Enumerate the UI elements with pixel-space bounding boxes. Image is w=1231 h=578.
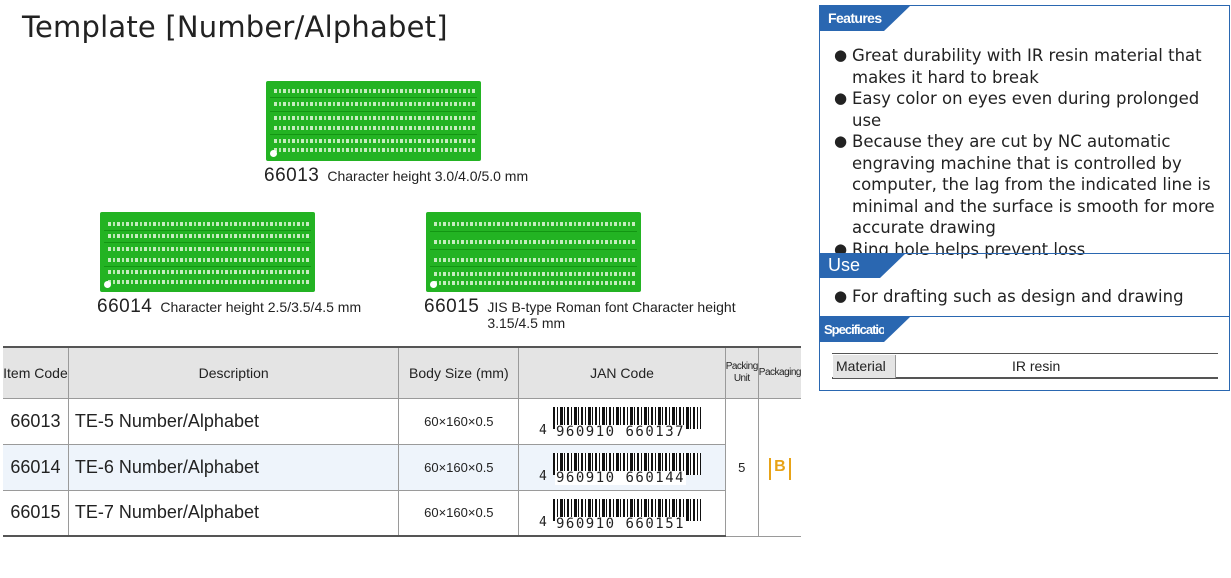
list-item: Because they are cut by NC automatic eng… bbox=[834, 131, 1219, 239]
template-image-66014 bbox=[100, 212, 315, 292]
packaging-cell: B bbox=[757, 398, 801, 537]
header-item-code: Item Code bbox=[3, 346, 69, 399]
product-table: Item Code Description Body Size (mm) JAN… bbox=[3, 346, 801, 537]
header-description: Description bbox=[67, 346, 400, 399]
specifications-table: Material IR resin bbox=[832, 353, 1218, 379]
info-panel: Features Great durability with IR resin … bbox=[819, 5, 1230, 391]
header-jan-code: JAN Code bbox=[518, 346, 726, 399]
row-item-code: 66015 bbox=[3, 490, 69, 537]
list-item: For drafting such as design and drawing bbox=[834, 286, 1219, 308]
ring-hole-icon bbox=[430, 281, 437, 288]
barcode-icon: 4 960910 660151 bbox=[539, 495, 705, 531]
header-packaging: Packaging bbox=[757, 346, 801, 399]
use-list: For drafting such as design and drawing bbox=[834, 286, 1219, 308]
row-item-code: 66013 bbox=[3, 398, 69, 445]
features-list: Great durability with IR resin material … bbox=[834, 45, 1219, 260]
barcode-icon: 4 960910 660144 bbox=[539, 449, 705, 485]
packaging-b-icon: B bbox=[768, 457, 791, 480]
packing-unit-value: 5 bbox=[724, 398, 759, 537]
page-title: Template [Number/Alphabet] bbox=[22, 10, 448, 44]
row-body-size: 60×160×0.5 bbox=[398, 444, 519, 491]
row-jan-code: 4 960910 660144 bbox=[518, 444, 726, 491]
ring-hole-icon bbox=[104, 281, 111, 288]
ring-hole-icon bbox=[270, 150, 277, 157]
row-item-code: 66014 bbox=[3, 444, 69, 491]
material-value: IR resin bbox=[1012, 358, 1061, 374]
row-body-size: 60×160×0.5 bbox=[398, 398, 519, 445]
use-heading: Use bbox=[820, 253, 906, 278]
table-row: 66013 TE-5 Number/Alphabet 60×160×0.5 4 … bbox=[3, 398, 801, 537]
list-item: Easy color on eyes even during prolonged… bbox=[834, 88, 1219, 131]
row-jan-code: 4 960910 660137 bbox=[518, 398, 726, 445]
template-image-66015 bbox=[426, 212, 641, 292]
table-row: 66014 TE-6 Number/Alphabet 60×160×0.5 4 … bbox=[3, 444, 801, 491]
barcode-icon: 4 960910 660137 bbox=[539, 403, 705, 439]
list-item: Great durability with IR resin material … bbox=[834, 45, 1219, 88]
row-body-size: 60×160×0.5 bbox=[398, 490, 519, 537]
material-label: Material bbox=[833, 355, 896, 378]
row-description: TE-6 Number/Alphabet bbox=[67, 444, 399, 491]
row-description: TE-7 Number/Alphabet bbox=[67, 490, 399, 537]
specifications-heading: Specifications bbox=[820, 317, 910, 342]
header-body-size: Body Size (mm) bbox=[398, 346, 520, 399]
row-description: TE-5 Number/Alphabet bbox=[67, 398, 399, 445]
features-heading: Features bbox=[820, 6, 910, 31]
row-jan-code: 4 960910 660151 bbox=[518, 490, 726, 537]
table-row: 66015 TE-7 Number/Alphabet 60×160×0.5 4 … bbox=[3, 490, 801, 537]
template-image-66013 bbox=[266, 81, 481, 161]
header-packing-unit: Packing Unit bbox=[724, 346, 759, 399]
